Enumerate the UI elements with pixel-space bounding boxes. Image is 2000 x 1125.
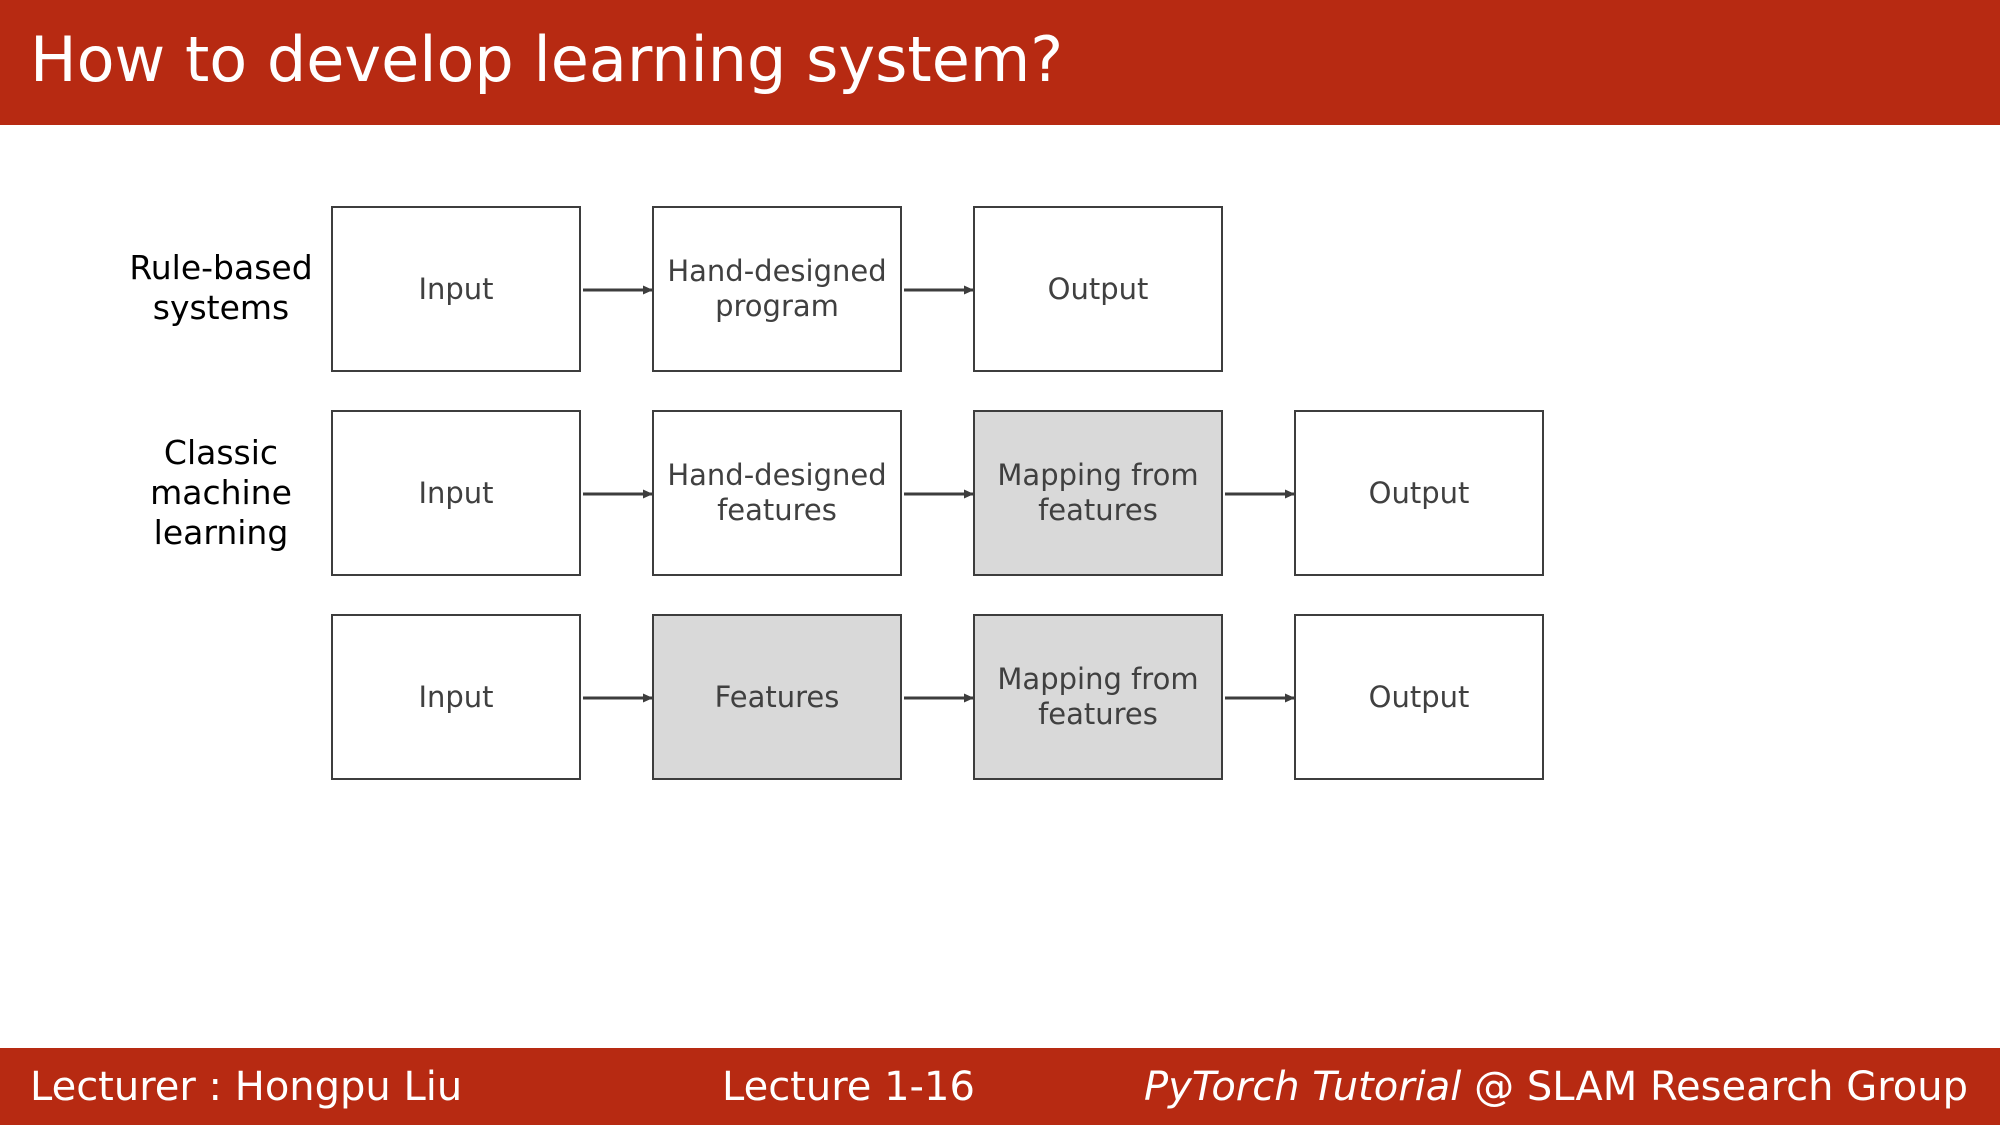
- repr-mapping-box: Mapping from features: [973, 614, 1223, 780]
- classic-mapping-box: Mapping from features: [973, 410, 1223, 576]
- rule-program-box: Hand-designed program: [652, 206, 902, 372]
- box-label: Hand-designed program: [667, 254, 887, 323]
- row-label-rule-based: Rule-based systems: [129, 248, 313, 327]
- footer-course-credit: PyTorch Tutorial @ SLAM Research Group: [1144, 1062, 1968, 1112]
- box-label: Output: [1368, 679, 1470, 714]
- footer-course: PyTorch Tutorial: [1144, 1064, 1462, 1110]
- rule-input-box: Input: [331, 206, 581, 372]
- box-label: Input: [418, 271, 494, 306]
- box-label: Output: [1047, 271, 1149, 306]
- footer-lecturer: Lecturer : Hongpu Liu: [30, 1064, 463, 1110]
- footer-lecture-number: Lecture 1-16: [722, 1064, 975, 1110]
- slide-title: How to develop learning system?: [30, 23, 1064, 96]
- footer-bar: Lecturer : Hongpu Liu Lecture 1-16 PyTor…: [0, 1048, 2000, 1125]
- classic-output-box: Output: [1294, 410, 1544, 576]
- box-label: Hand-designed features: [667, 458, 887, 527]
- row-label-classic-ml: Classic machine learning: [150, 433, 292, 552]
- classic-input-box: Input: [331, 410, 581, 576]
- footer-group: @ SLAM Research Group: [1461, 1064, 1968, 1110]
- repr-output-box: Output: [1294, 614, 1544, 780]
- box-label: Output: [1368, 475, 1470, 510]
- classic-hand-features-box: Hand-designed features: [652, 410, 902, 576]
- box-label: Input: [418, 475, 494, 510]
- repr-features-box: Features: [652, 614, 902, 780]
- title-bar: How to develop learning system?: [0, 0, 2000, 125]
- box-label: Mapping from features: [997, 662, 1199, 731]
- box-label: Mapping from features: [997, 458, 1199, 527]
- rule-output-box: Output: [973, 206, 1223, 372]
- box-label: Features: [714, 679, 840, 714]
- box-label: Input: [418, 679, 494, 714]
- repr-input-box: Input: [331, 614, 581, 780]
